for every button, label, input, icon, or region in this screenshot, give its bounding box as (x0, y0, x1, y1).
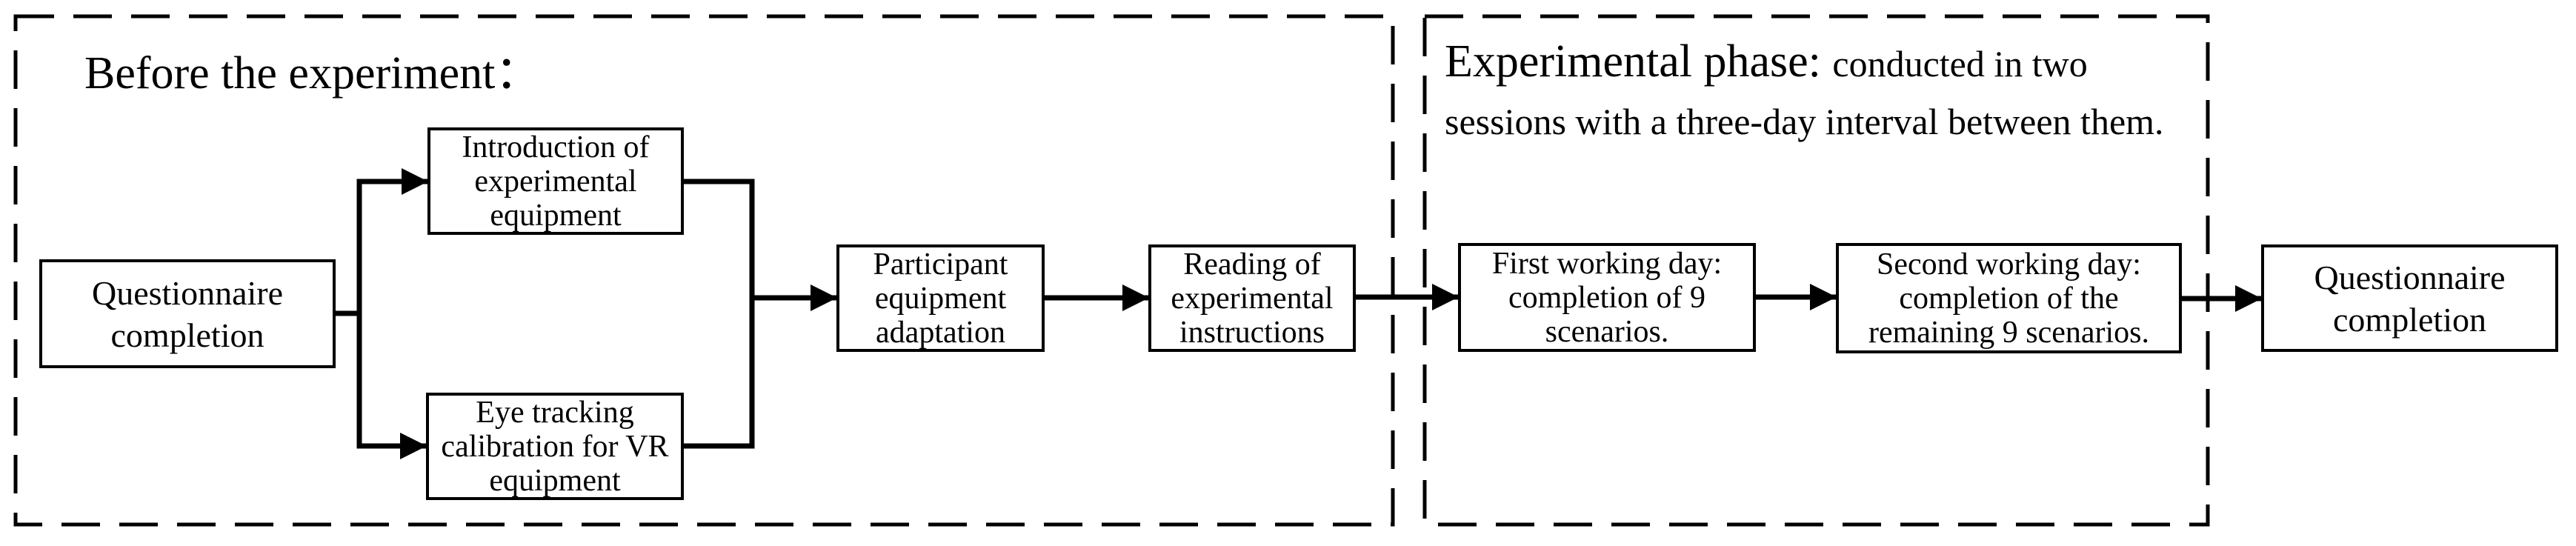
step-label-line: completion of the (1899, 281, 2119, 316)
step-label-line: experimental (474, 164, 637, 199)
step-label-line: Introduction of (462, 130, 650, 164)
step-label-line: Participant (873, 247, 1008, 282)
step-questionnaire-pre: Questionnaire completion (39, 259, 336, 368)
step-eye-tracking-calibration: Eye tracking calibration for VR equipmen… (426, 393, 684, 500)
step-label-line: scenarios. (1545, 314, 1669, 349)
section-experimental-title: Experimental phase: (1445, 36, 1821, 87)
step-label-line: completion of 9 (1508, 280, 1705, 315)
section-before-title: Before the experiment： (84, 48, 542, 99)
step-label-line: First working day: (1491, 246, 1723, 281)
step-label-line: remaining 9 scenarios. (1868, 315, 2150, 350)
step-label-line: Second working day: (1877, 247, 2141, 282)
step-questionnaire-post: Questionnaire completion (2261, 244, 2558, 352)
step-label-line: Eye tracking (476, 395, 634, 430)
step-label-line: adaptation (876, 315, 1005, 350)
step-label-line: equipment (490, 198, 622, 233)
step-participant-adaptation: Participant equipment adaptation (836, 244, 1045, 352)
step-label-line: Questionnaire (91, 273, 284, 312)
step-label-line: calibration for VR (441, 429, 669, 464)
step-label-line: completion (2333, 300, 2486, 339)
step-first-working-day: First working day: completion of 9 scena… (1458, 243, 1756, 352)
step-introduction-equipment: Introduction of experimental equipment (427, 127, 684, 235)
section-experimental-header: Experimental phase: conducted in two ses… (1445, 36, 2164, 147)
section-before-border (13, 14, 1395, 527)
step-label-line: equipment (489, 463, 621, 498)
section-experimental-subtitle-line2: sessions with a three-day interval betwe… (1445, 101, 2164, 142)
step-label-line: instructions (1179, 315, 1325, 350)
step-label-line: equipment (874, 281, 1007, 316)
step-label-line: Reading of (1183, 247, 1321, 282)
step-label-line: Questionnaire (2314, 258, 2506, 296)
step-label-line: experimental (1171, 281, 1334, 316)
step-reading-instructions: Reading of experimental instructions (1148, 244, 1356, 352)
section-experimental-border (1422, 14, 2210, 527)
step-second-working-day: Second working day: completion of the re… (1836, 243, 2182, 353)
section-experimental-subtitle-line1: conducted in two (1832, 43, 2088, 84)
step-label-line: completion (110, 316, 264, 354)
